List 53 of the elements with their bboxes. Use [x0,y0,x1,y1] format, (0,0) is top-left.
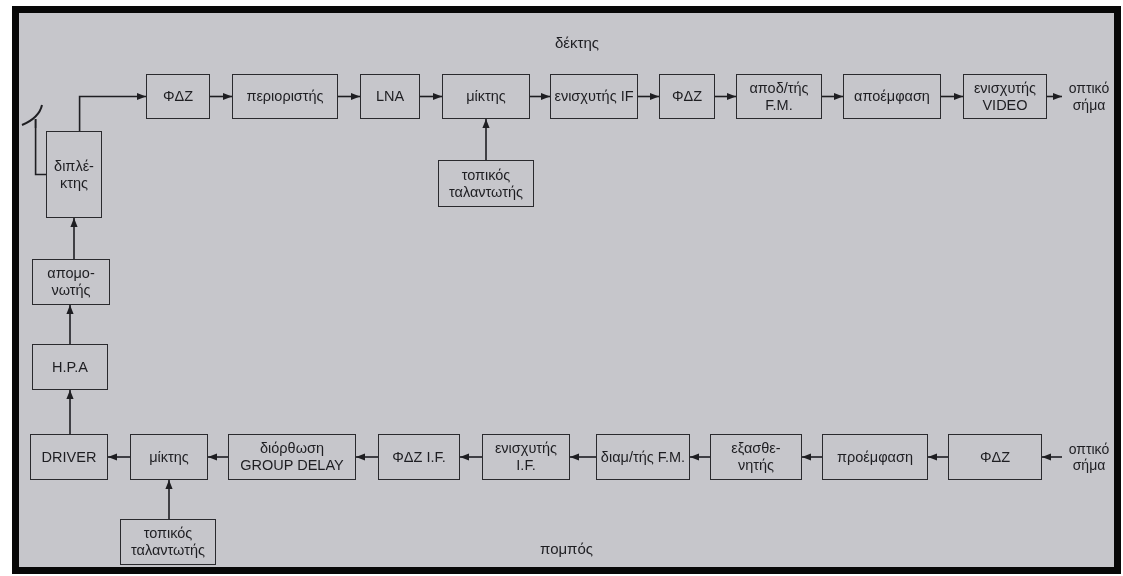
arrow [107,453,131,461]
arrow [801,453,823,461]
block-box: ενισχυτής IF [550,74,638,119]
section-label: δέκτης [555,34,600,51]
arrow [1046,92,1063,101]
block-box: διπλέ- κτης [46,131,102,218]
block-box: τοπικός ταλαντωτής [438,160,534,207]
block-box: DRIVER [30,434,108,480]
block-box: ΦΔΖ I.F. [378,434,460,480]
block-box: μίκτης [442,74,530,119]
arrow [1041,453,1063,461]
arrow [459,453,483,461]
block-box: προέμφαση [822,434,928,480]
arrow [165,479,173,520]
block-box: ενισχυτής I.F. [482,434,570,480]
signal-label: οπτικό σήμα [1062,74,1116,119]
block-box: αποέμφαση [843,74,941,119]
arrow [940,92,964,101]
signal-label: οπτικό σήμα [1062,434,1116,480]
arrow [927,453,949,461]
arrow [207,453,229,461]
arrow [482,118,490,161]
section-label: πομπός [540,540,594,557]
arrow [66,304,74,345]
arrow [529,92,551,101]
block-box: H.P.A [32,344,108,390]
arrow [209,92,233,101]
arrow [70,217,78,260]
arrow [355,453,379,461]
arrow [419,92,443,101]
block-box: ΦΔΖ [948,434,1042,480]
block-box: μίκτης [130,434,208,480]
block-box: εξασθε- νητής [710,434,802,480]
block-box: LNA [360,74,420,119]
antenna-drawing [20,104,46,128]
arrow [66,389,74,435]
block-box: αποδ/τής F.M. [736,74,822,119]
arrow [569,453,597,461]
arrow [337,92,361,101]
block-box: ΦΔΖ [659,74,715,119]
block-box: διαμ/τής F.M. [596,434,690,480]
connector-line [34,127,47,176]
block-box: ενισχυτής VIDEO [963,74,1047,119]
block-box: τοπικός ταλαντωτής [120,519,216,565]
arrow [821,92,844,101]
block-box: περιοριστής [232,74,338,119]
block-box: ΦΔΖ [146,74,210,119]
arrow [689,453,711,461]
block-box: διόρθωση GROUP DELAY [228,434,356,480]
arrow [78,92,147,132]
arrow [714,92,737,101]
arrow [637,92,660,101]
block-box: απομο- νωτής [32,259,110,305]
